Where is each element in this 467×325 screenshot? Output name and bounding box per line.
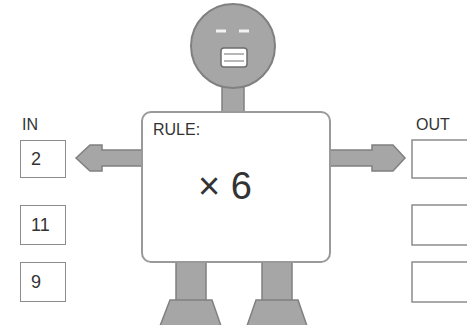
input-value: 11 [31, 215, 50, 236]
robot-teeth [224, 54, 244, 55]
column-heading: OUT [416, 116, 450, 134]
robot-eye [239, 30, 249, 33]
rule-heading: RULE: [153, 121, 319, 139]
rule-panel: RULE:× 6 [141, 111, 331, 263]
robot-leg [176, 260, 206, 301]
robot-teeth [224, 61, 244, 62]
robot-eye [216, 30, 226, 33]
column-heading: IN [22, 116, 38, 134]
input-box: 2 [20, 140, 66, 178]
input-value: 9 [31, 272, 41, 293]
input-box: 9 [20, 262, 66, 302]
robot-arm [76, 145, 143, 171]
output-box [412, 140, 467, 178]
robot-foot [160, 300, 221, 325]
robot-leg [262, 260, 292, 301]
input-value: 2 [31, 149, 41, 170]
robot-arm [329, 145, 405, 171]
output-box [412, 262, 467, 302]
input-box: 11 [20, 205, 66, 245]
robot-foot [247, 300, 307, 325]
robot-head [191, 4, 275, 88]
robot-mouth [221, 48, 247, 67]
rule-expression: × 6 [153, 139, 319, 251]
output-box [412, 205, 467, 245]
